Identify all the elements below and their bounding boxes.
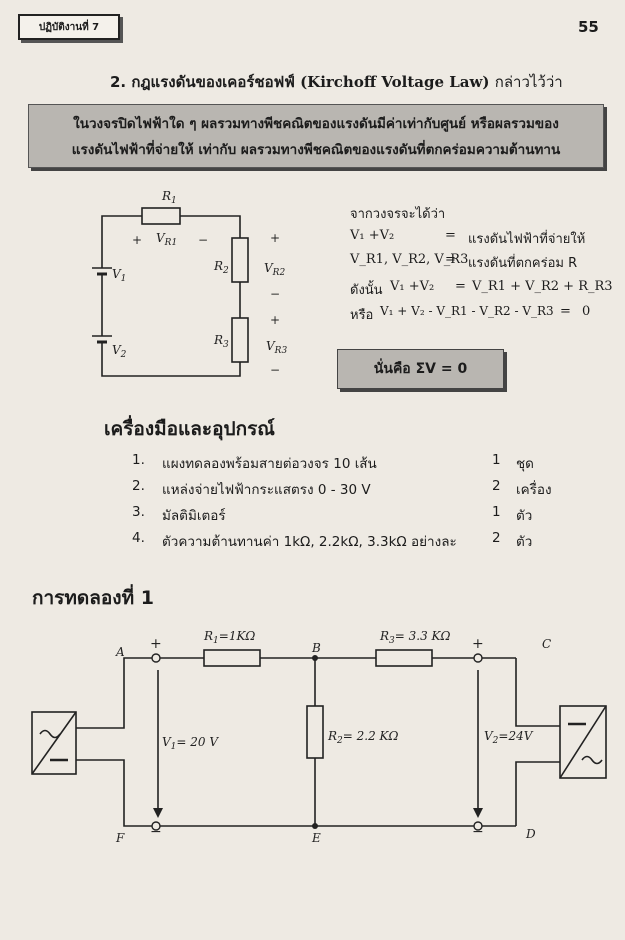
section-title-en: (Kirchoff Voltage Law) (300, 73, 490, 91)
v1-plus: + (150, 636, 162, 652)
kvl-summary-box: นั่นคือ ΣV = 0 (337, 349, 504, 389)
v1-minus: − (150, 824, 162, 840)
page-number: 55 (578, 18, 599, 36)
section-title-th: กฎแรงดันของเคอร์ชอฟฟ์ (131, 73, 295, 91)
kvl-circuit-diagram: R1 + VR1 − R2 + VR2 − R3 + VR3 − V1 V2 (92, 189, 287, 377)
r1-label: R1 (161, 189, 177, 206)
dc-source-v1-shape (31, 711, 77, 775)
chapter-label: ปฏิบัติงานที่ 7 (18, 14, 120, 40)
vr2-plus: + (270, 231, 280, 245)
equipment-heading: เครื่องมือและอุปกรณ์ (104, 418, 275, 440)
node-d: D (525, 827, 536, 841)
resistor-r2-exp-shape (306, 705, 324, 759)
v2-minus: − (472, 824, 484, 840)
experiment-circuit-diagram: A B C D E F + − + − R1=1KΩ R3= 3.3 KΩ R2… (31, 629, 607, 845)
r2-label: R2 (213, 259, 229, 276)
section-title: 2. กฎแรงดันของเคอร์ชอฟฟ์ (Kirchoff Volta… (110, 70, 563, 94)
vr2-minus: − (270, 287, 280, 301)
resistor-r3-exp-shape (375, 649, 433, 667)
vr3-plus: + (270, 313, 280, 327)
v1-label: V1 (112, 267, 126, 284)
vr1-minus: − (198, 233, 208, 247)
section-number: 2. (110, 73, 127, 91)
vr3-minus: − (270, 363, 280, 377)
v2-exp-label: V2=24V (484, 729, 534, 746)
r3-label: R3 (213, 333, 229, 350)
definition-box: ในวงจรปิดไฟฟ้าใด ๆ ผลรวมทางพีชคณิตของแรง… (28, 104, 604, 168)
section-title-suffix: กล่าวไว้ว่า (494, 73, 563, 91)
vr1-label: VR1 (156, 231, 177, 248)
node-c: C (542, 637, 551, 651)
resistor-r2-shape (231, 237, 249, 283)
r2-exp-label: R2= 2.2 KΩ (327, 729, 399, 746)
dc-source-v2-shape (559, 705, 607, 779)
resistor-r1-exp-shape (203, 649, 261, 667)
resistor-r1-shape (141, 207, 181, 225)
v1-exp-label: V1= 20 V (162, 735, 219, 752)
definition-line-2: แรงดันไฟฟ้าที่จ่ายให้ เท่ากับ ผลรวมทางพี… (71, 142, 561, 158)
r1-exp-label: R1=1KΩ (203, 629, 255, 646)
resistor-r3-shape (231, 317, 249, 363)
r3-exp-label: R3= 3.3 KΩ (379, 629, 451, 646)
node-e: E (311, 831, 321, 845)
node-f: F (115, 831, 125, 845)
vr2-label: VR2 (264, 261, 285, 278)
experiment-heading: การทดลองที่ 1 (32, 587, 154, 609)
vr1-plus: + (132, 233, 142, 247)
vr3-label: VR3 (266, 339, 287, 356)
explanation-intro: จากวงจรจะได้ว่า (350, 207, 446, 222)
node-a: A (115, 645, 125, 659)
node-b: B (311, 641, 321, 655)
v2-plus: + (472, 636, 484, 652)
v2-label: V2 (112, 343, 127, 360)
definition-line-1: ในวงจรปิดไฟฟ้าใด ๆ ผลรวมทางพีชคณิตของแรง… (73, 116, 559, 132)
